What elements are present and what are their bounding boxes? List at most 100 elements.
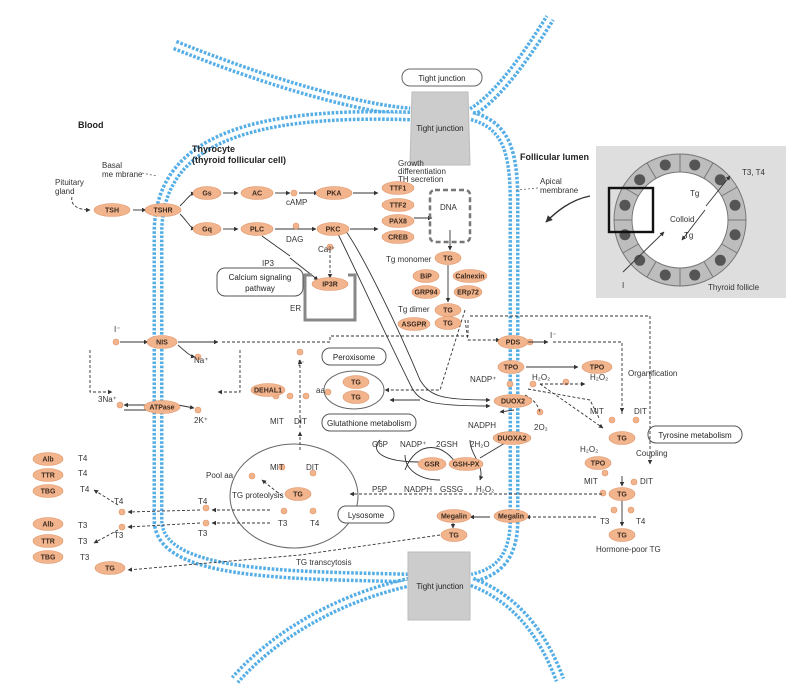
node-gs-label: Gs [202,191,211,198]
node-erp72-label: ERp72 [457,290,479,297]
er-organelle [303,273,357,322]
node-tg-lys-label: TG [293,492,303,499]
node-gshpx-label: GSH-PX [453,462,480,469]
tg-transcytosis-label: TG transcytosis [296,558,352,567]
node-tg-perox1-label: TG [351,380,361,387]
node-tg-lys: TG [284,487,312,501]
node-tpo-mem: TPO [497,360,525,374]
t3-lysosome-label: T3 [278,519,288,528]
mit-lumen-label-2: MIT [584,477,598,486]
t3-cell-label: T3 [198,529,208,538]
thyrocyte-sublabel: (thyroid follicular cell) [192,155,286,165]
follicle-cell-nucleus [729,229,741,241]
growth-label-1: Growth [398,159,424,168]
nadp-glut-label: NADP⁺ [400,440,426,449]
tight-junction-top-text: Tight junction [416,124,463,133]
follicle-cell-nucleus [689,159,701,171]
node-asgpr-label: ASGPR [402,322,427,329]
node-asgpr: ASGPR [397,317,431,331]
node-tg-d2-label: TG [443,321,453,328]
node-tg-blood-label: TG [105,566,115,573]
colloid-label: Colloid [670,215,694,224]
node-pka-label: PKA [327,191,342,198]
node-tg-megalin: TG [440,528,468,542]
coupling-label: Coupling [636,449,668,458]
two-gsh-label: 2GSH [436,440,458,449]
iodide-inset-label: I [622,281,624,290]
node-duoxa2: DUOXA2 [492,431,532,445]
lysosome-organelle [229,443,359,549]
thyrocyte-label: Thyrocyte [192,144,235,154]
t4-lysosome-label: T4 [310,519,320,528]
node-nis-label: NIS [156,340,168,347]
node-tpo-lumen: TPO [581,360,613,374]
iodide-blood-label: I⁻ [114,325,120,334]
h2o2-a-label: H₂O₂ [532,373,550,382]
tsh-pathway-arrows [71,190,491,409]
ca-label: Ca²⁺ [318,245,335,254]
tg-inset-label-2: Tg [684,231,693,240]
inset-highlight-box [607,186,655,234]
t3-alb-label: T3 [78,521,88,530]
node-tg-poor-label: TG [617,533,627,540]
hormone-poor-tg-label: Hormone-poor TG [596,545,661,554]
node-alb1: Alb [32,452,64,466]
nadph-glut-label: NADPH [404,485,432,494]
node-dehal1: DEHAL1 [250,383,286,397]
three-sodium-label: 3Na⁺ [98,395,117,404]
aa-label: aa [316,386,325,395]
node-tg-coupled-label: TG [617,492,627,499]
t3-ttr-label: T3 [78,537,88,546]
follicle-cell-nucleus [659,269,671,281]
follicle-cell-nucleus [619,199,631,211]
node-calnexin: Calnexin [452,269,488,283]
calcium-signaling-label-2: pathway [245,284,275,293]
nadph-label: NADPH [468,421,496,430]
node-ttr1: TTR [32,468,64,482]
nucleus-box [428,188,472,244]
tight-junction-bottom: Tight junction [407,551,471,621]
follicle-cell-nucleus [714,174,726,186]
pituitary-label-1: Pituitary [55,178,84,187]
thyroid-follicle-inset: Colloid Tg Tg T3, T4 I Thyroid follicle [545,146,786,298]
iodide-lumen-label: I⁻ [550,331,556,340]
dit-dehal-label: DIT [294,417,307,426]
tg-inset-label-1: Tg [690,189,699,198]
camp-label: cAMP [286,198,307,207]
basal-membrane-label-1: Basal [102,161,122,170]
node-tg-mono-label: TG [443,256,453,263]
node-tpo-lumen-label: TPO [590,365,605,372]
calcium-signaling-box: Calcium signaling pathway [216,267,304,297]
t4-lumen-label: T4 [636,517,646,526]
node-ac: AC [240,186,274,200]
node-gq: Gq [192,222,222,236]
tight-junction-top-label-box [401,68,483,87]
h2o2-b-label: H₂O₂ [590,373,608,382]
dit-lumen-label-2: DIT [640,477,653,486]
t3-blood-label: T3 [114,531,124,540]
node-ip3r: IP3R [311,277,349,291]
growth-label-3: TH secretion [398,175,443,184]
node-atpase-label: ATPase [149,405,174,412]
node-tg-org: TG [608,431,636,445]
mit-dehal-label: MIT [270,417,284,426]
node-calnexin-label: Calnexin [455,274,484,281]
node-tsh-label: TSH [105,208,119,215]
t4-ttr-label: T4 [78,469,88,478]
iodide-cell-label: I⁻ [298,359,304,368]
node-nis: NIS [146,335,178,349]
node-pax8: PAX8 [381,214,415,228]
node-alb2-label: Alb [42,522,53,529]
p5p-label: P5P [372,485,387,494]
tight-junction-bottom-text: Tight junction [416,582,463,591]
lysosome-label: Lysosome [348,511,385,520]
pool-aa-label: Pool aa [206,471,234,480]
two-o2-label: 2O₂ [534,423,548,432]
node-gshpx: GSH-PX [448,457,484,471]
node-tg-d1-label: TG [443,308,453,315]
glutathione-box [321,413,417,432]
node-gsr-label: GSR [424,462,439,469]
glutathione-label: Glutathione metabolism [327,419,411,428]
